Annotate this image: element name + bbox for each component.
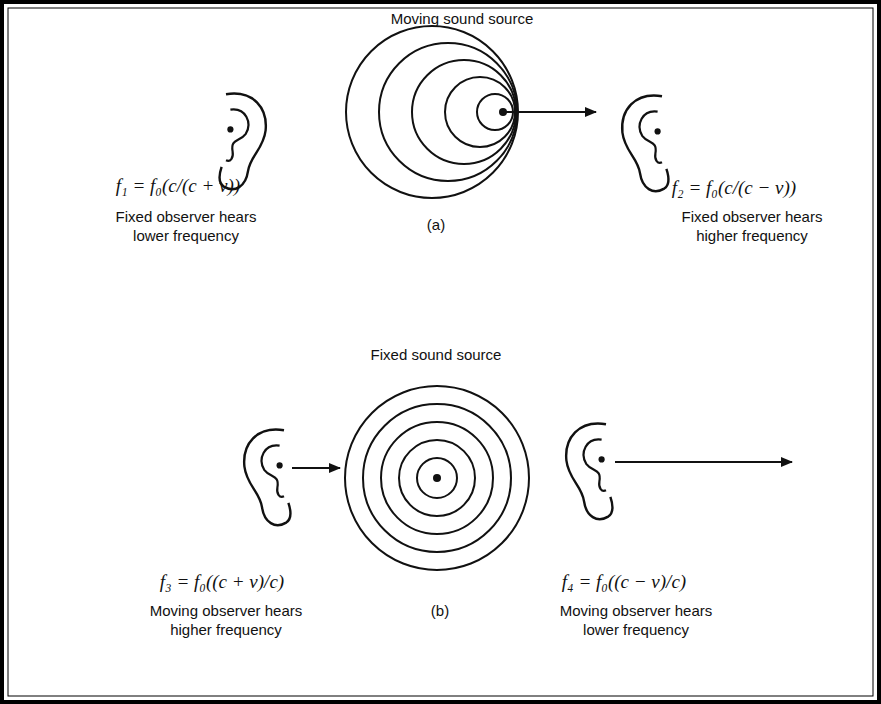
- wavefronts-fixed-source: [345, 386, 529, 570]
- observer-caption: Fixed observer hears higher frequency: [672, 208, 832, 246]
- ear-right-b: [566, 424, 612, 520]
- panel-label: (b): [431, 602, 449, 621]
- doppler-formula: f₁ = f₀(c/(c + v)): [116, 174, 240, 198]
- doppler-formula: f₄ = f₀((c − v)/c): [562, 570, 686, 594]
- section-heading: Moving sound source: [391, 10, 534, 29]
- observer-velocity-arrow: [292, 467, 340, 469]
- source-velocity-arrow: [503, 111, 596, 113]
- ear-left-a: [219, 94, 265, 190]
- inner-frame: [8, 8, 873, 696]
- section-heading: Fixed sound source: [371, 346, 502, 365]
- observer-caption: Fixed observer hears lower frequency: [106, 208, 266, 246]
- wavefronts-moving-source: [346, 26, 518, 198]
- ear-right-a: [622, 96, 668, 192]
- sound-source-dot: [433, 474, 441, 482]
- ear-left-b: [244, 430, 290, 526]
- observer-velocity-arrow: [615, 461, 792, 463]
- panel-label: (a): [427, 216, 445, 235]
- observer-caption: Moving observer hears higher frequency: [141, 602, 311, 640]
- observer-caption: Moving observer hears lower frequency: [551, 602, 721, 640]
- doppler-formula: f₂ = f₀(c/(c − v)): [672, 176, 796, 200]
- doppler-formula: f₃ = f₀((c + v)/c): [160, 570, 284, 594]
